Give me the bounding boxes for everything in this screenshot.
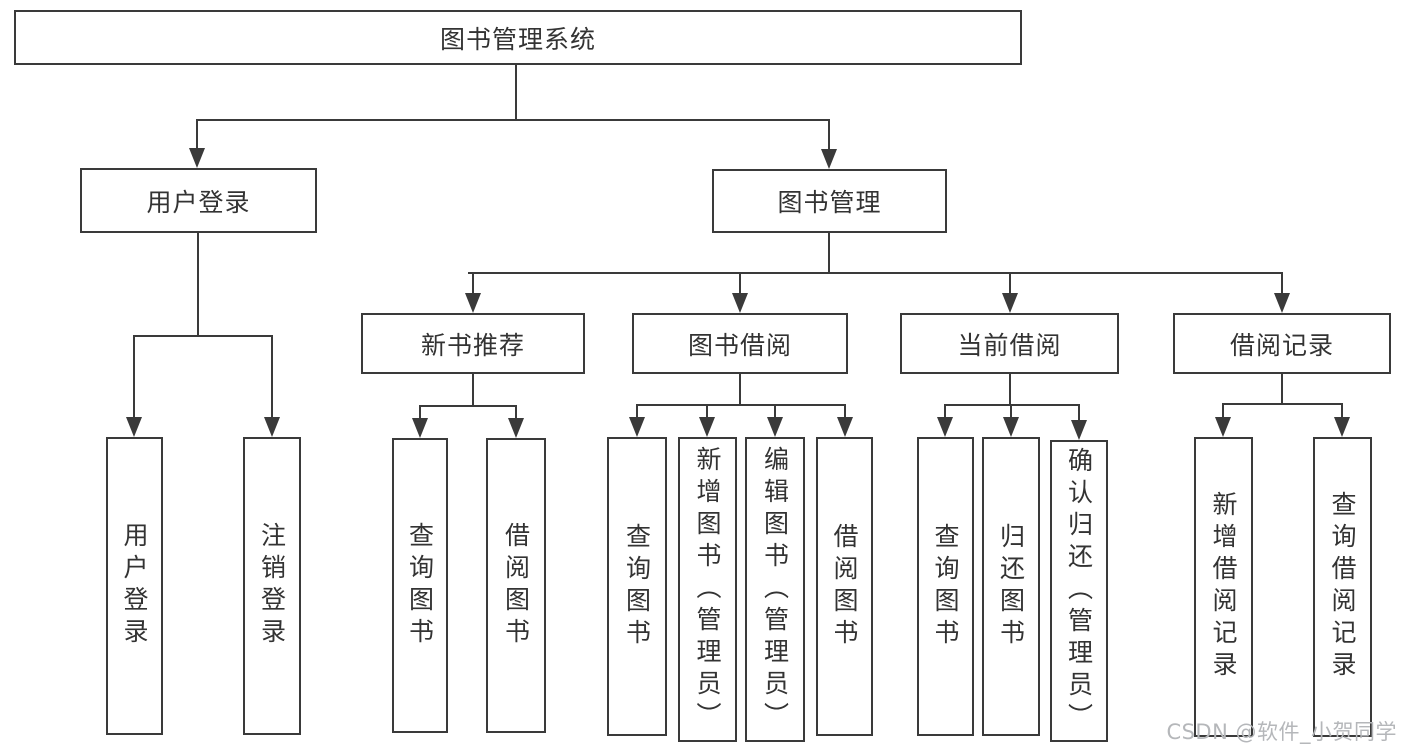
arrowhead-down-icon xyxy=(126,417,142,437)
connector-arrow-stem xyxy=(706,405,708,417)
node-book-mgmt: 图书管理 xyxy=(712,169,947,233)
connector-arrow-stem xyxy=(515,406,517,418)
arrowhead-down-icon xyxy=(767,417,783,437)
connector-vline xyxy=(197,233,199,336)
connector-vline xyxy=(1281,374,1283,404)
node-bb-borrow: 借阅图书 xyxy=(816,437,873,736)
arrowhead-down-icon xyxy=(629,417,645,437)
node-bb-add: 新增图书（管理员） xyxy=(678,437,737,742)
connector-arrow-stem xyxy=(1222,404,1224,417)
connector-vline xyxy=(515,65,517,120)
arrowhead-down-icon xyxy=(1274,293,1290,313)
arrowhead-down-icon xyxy=(732,293,748,313)
connector-arrow-stem xyxy=(271,336,273,417)
node-book-borrow: 图书借阅 xyxy=(632,313,848,374)
node-cb-confirm: 确认归还（管理员） xyxy=(1050,440,1108,742)
connector-vline xyxy=(739,374,741,405)
arrowhead-down-icon xyxy=(1002,293,1018,313)
connector-arrow-stem xyxy=(1010,405,1012,417)
node-nbr-borrow: 借阅图书 xyxy=(486,438,546,733)
arrowhead-down-icon xyxy=(508,418,524,438)
arrowhead-down-icon xyxy=(264,417,280,437)
connector-hline xyxy=(468,272,1283,274)
connector-arrow-stem xyxy=(133,336,135,417)
node-cb-query: 查询图书 xyxy=(917,437,974,736)
connector-arrow-stem xyxy=(1009,273,1011,293)
node-new-book-rec: 新书推荐 xyxy=(361,313,585,374)
arrowhead-down-icon xyxy=(837,417,853,437)
arrowhead-down-icon xyxy=(1334,417,1350,437)
connector-arrow-stem xyxy=(844,405,846,417)
node-bb-query: 查询图书 xyxy=(607,437,667,736)
arrowhead-down-icon xyxy=(1071,420,1087,440)
connector-arrow-stem xyxy=(1341,404,1343,417)
arrowhead-down-icon xyxy=(1215,417,1231,437)
connector-arrow-stem xyxy=(636,405,638,417)
arrowhead-down-icon xyxy=(937,417,953,437)
arrowhead-down-icon xyxy=(1003,417,1019,437)
node-current-borrow: 当前借阅 xyxy=(900,313,1119,374)
arrowhead-down-icon xyxy=(412,418,428,438)
connector-arrow-stem xyxy=(944,405,946,417)
connector-hline xyxy=(196,119,830,121)
node-logout: 注销登录 xyxy=(243,437,301,735)
node-br-add: 新增借阅记录 xyxy=(1194,437,1253,737)
connector-arrow-stem xyxy=(1281,273,1283,293)
node-user-login: 用户登录 xyxy=(106,437,163,735)
connector-arrow-stem xyxy=(828,120,830,149)
connector-arrow-stem xyxy=(472,273,474,293)
arrowhead-down-icon xyxy=(189,148,205,168)
connector-arrow-stem xyxy=(1078,405,1080,420)
arrowhead-down-icon xyxy=(699,417,715,437)
connector-hline xyxy=(133,335,273,337)
node-cb-return: 归还图书 xyxy=(982,437,1040,736)
connector-hline xyxy=(419,405,517,407)
node-br-query: 查询借阅记录 xyxy=(1313,437,1372,737)
connector-hline xyxy=(636,404,846,406)
connector-arrow-stem xyxy=(739,273,741,293)
connector-hline xyxy=(944,404,1080,406)
connector-vline xyxy=(1009,374,1011,405)
node-login-group: 用户登录 xyxy=(80,168,317,233)
node-root: 图书管理系统 xyxy=(14,10,1022,65)
arrowhead-down-icon xyxy=(465,293,481,313)
arrowhead-down-icon xyxy=(821,149,837,169)
connector-vline xyxy=(828,233,830,273)
connector-arrow-stem xyxy=(419,406,421,418)
connector-arrow-stem xyxy=(774,405,776,417)
node-nbr-query: 查询图书 xyxy=(392,438,448,733)
connector-vline xyxy=(472,374,474,406)
node-bb-edit: 编辑图书（管理员） xyxy=(745,437,805,742)
node-borrow-records: 借阅记录 xyxy=(1173,313,1391,374)
connector-hline xyxy=(1222,403,1343,405)
connector-arrow-stem xyxy=(196,120,198,148)
